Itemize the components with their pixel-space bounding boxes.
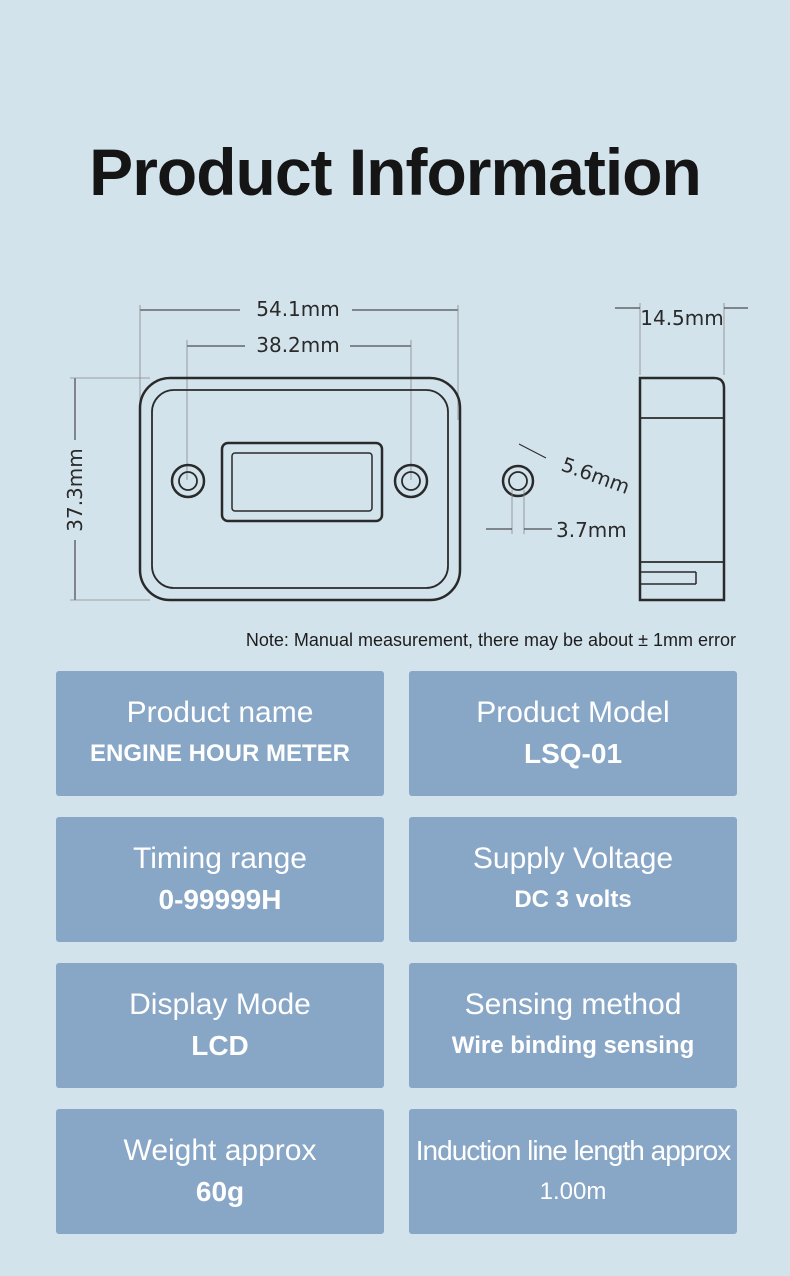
spec-value: Wire binding sensing xyxy=(451,1031,695,1059)
spec-value: ENGINE HOUR METER xyxy=(89,739,350,767)
spec-label: Supply Voltage xyxy=(472,841,674,875)
spec-card-induction-line-length: Induction line length approx 1.00m xyxy=(409,1109,737,1234)
measurement-note: Note: Manual measurement, there may be a… xyxy=(245,630,736,650)
spec-label: Induction line length approx xyxy=(415,1134,731,1166)
spec-value: 1.00m xyxy=(539,1177,607,1205)
depth-label: 14.5mm xyxy=(640,306,724,330)
spec-value: LSQ-01 xyxy=(523,737,623,769)
spec-label: Timing range xyxy=(133,841,307,875)
spec-label: Sensing method xyxy=(464,987,682,1021)
spec-value: 60g xyxy=(195,1175,245,1207)
spec-card-sensing-method: Sensing method Wire binding sensing xyxy=(409,963,737,1088)
spec-value: 0-99999H xyxy=(158,883,282,915)
spec-card-weight: Weight approx 60g xyxy=(56,1109,384,1234)
spec-card-product-model: Product Model LSQ-01 xyxy=(409,671,737,796)
page-title: Product Information xyxy=(89,135,702,209)
spec-card-display-mode: Display Mode LCD xyxy=(56,963,384,1088)
inner-width-label: 38.2mm xyxy=(256,333,340,357)
spec-label: Product name xyxy=(126,695,314,729)
hole-diameter-label: 5.6mm xyxy=(558,452,633,499)
spec-value: DC 3 volts xyxy=(514,885,632,913)
spec-card-timing-range: Timing range 0-99999H xyxy=(56,817,384,942)
dimension-diagram: 54.1mm 38.2mm 37.3mm 14.5mm 5.6mm 3.7mm xyxy=(63,297,748,602)
height-label: 37.3mm xyxy=(63,448,87,532)
spec-card-supply-voltage: Supply Voltage DC 3 volts xyxy=(409,817,737,942)
spec-label: Product Model xyxy=(476,695,670,729)
spec-label: Weight approx xyxy=(123,1133,317,1167)
hole-inner-label: 3.7mm xyxy=(556,518,627,542)
outer-width-label: 54.1mm xyxy=(256,297,340,321)
spec-card-product-name: Product name ENGINE HOUR METER xyxy=(56,671,384,796)
spec-value: LCD xyxy=(191,1029,249,1061)
spec-label: Display Mode xyxy=(129,987,311,1021)
